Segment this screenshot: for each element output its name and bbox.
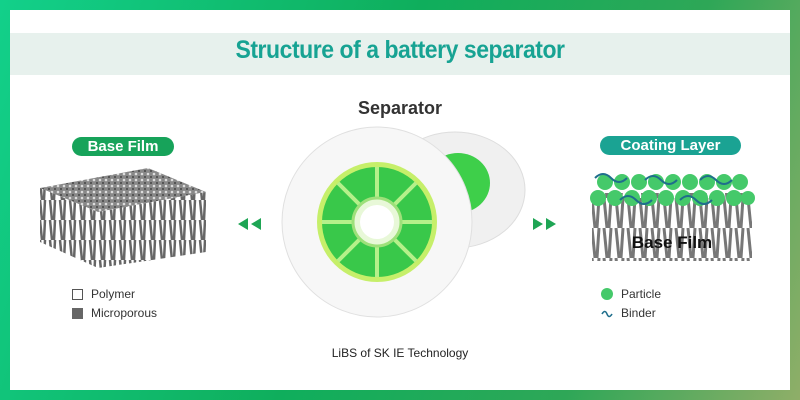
page-title: Structure of a battery separator — [235, 36, 565, 64]
left-arrows-icon — [238, 218, 261, 230]
caption: LiBS of SK IE Technology — [331, 346, 469, 360]
wave-icon — [601, 310, 613, 318]
separator-rolls-image — [281, 126, 526, 318]
green-circle-icon — [601, 288, 613, 300]
coating-image-label: Base Film — [632, 233, 712, 252]
legend-microporous: Microporous — [72, 306, 157, 320]
base-film-block-image — [40, 168, 206, 268]
coating-layer-pill: Coating Layer — [600, 136, 741, 155]
base-film-pill: Base Film — [72, 137, 174, 156]
gray-square-icon — [72, 307, 83, 319]
legend-polymer: Polymer — [72, 287, 135, 301]
separator-label: Separator — [357, 98, 443, 118]
title-band — [10, 33, 790, 75]
legend-binder: Binder — [601, 306, 656, 320]
white-square-icon — [72, 288, 83, 300]
coating-layer-image: Base Film — [590, 173, 755, 261]
legend-particle: Particle — [601, 287, 661, 301]
right-arrows-icon — [533, 218, 556, 230]
